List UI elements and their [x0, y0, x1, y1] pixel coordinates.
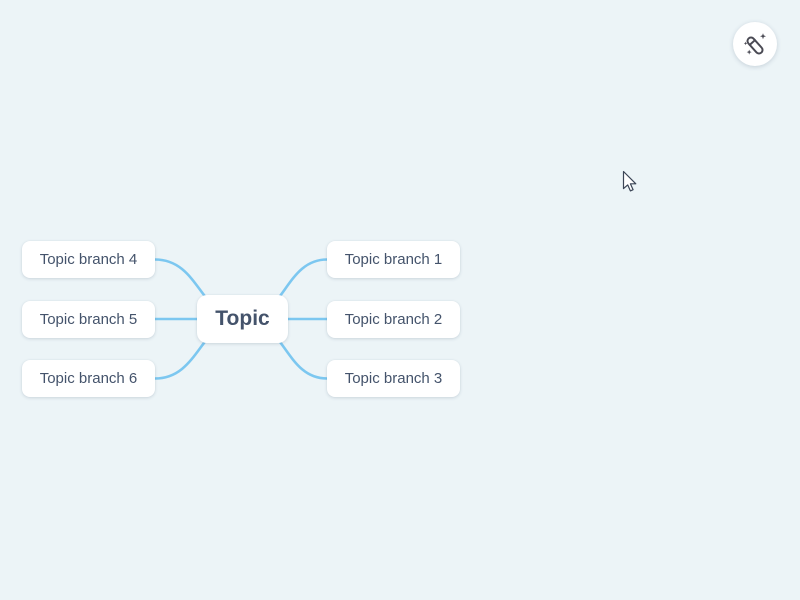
- root-topic-label: Topic: [215, 307, 270, 330]
- branch-node-5[interactable]: Topic branch 5: [22, 301, 155, 338]
- ai-generate-button[interactable]: [733, 22, 777, 66]
- branch-node-3[interactable]: Topic branch 3: [327, 360, 460, 397]
- wand-sparkles-icon: [743, 33, 766, 55]
- branch-node-label: Topic branch 3: [344, 370, 443, 387]
- branch-node-label: Topic branch 5: [39, 311, 138, 328]
- branch-node-label: Topic branch 4: [39, 251, 138, 268]
- branch-node-label: Topic branch 6: [39, 370, 138, 387]
- root-topic-node[interactable]: Topic: [197, 295, 288, 343]
- mouse-cursor-arrow: [622, 170, 637, 192]
- branch-node-2[interactable]: Topic branch 2: [327, 301, 460, 338]
- branch-node-6[interactable]: Topic branch 6: [22, 360, 155, 397]
- branch-node-label: Topic branch 2: [344, 311, 443, 328]
- branch-node-label: Topic branch 1: [344, 251, 443, 268]
- branch-node-1[interactable]: Topic branch 1: [327, 241, 460, 278]
- branch-node-4[interactable]: Topic branch 4: [22, 241, 155, 278]
